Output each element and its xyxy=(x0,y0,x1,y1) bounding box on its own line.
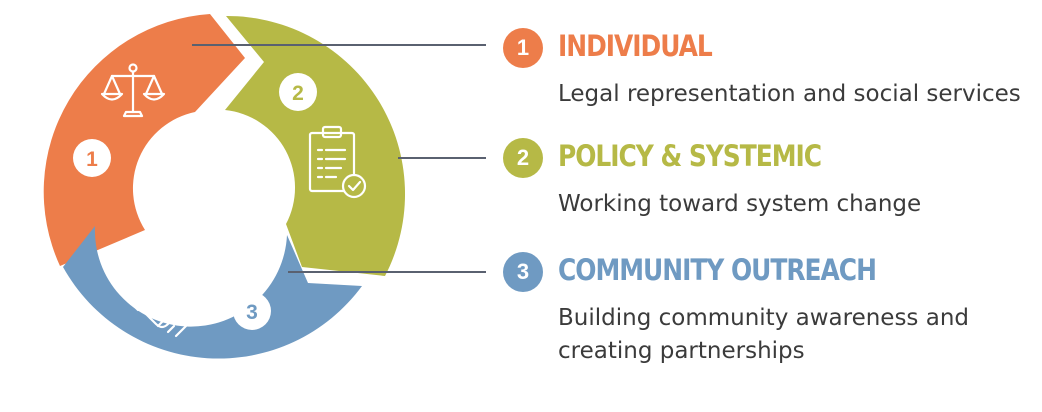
segment-number-text: 1 xyxy=(86,148,98,171)
item-title: INDIVIDUAL xyxy=(558,29,713,63)
segment-number-text: 2 xyxy=(292,82,304,105)
item-description: Working toward system change xyxy=(558,191,922,217)
segment-individual xyxy=(43,14,245,266)
item-title: POLICY & SYSTEMIC xyxy=(558,139,822,173)
segment-number-2: 2 xyxy=(279,73,317,111)
item-description: Building community awareness and creatin… xyxy=(558,305,970,364)
handshake-icon xyxy=(126,280,216,338)
segment-policy xyxy=(225,15,406,277)
scales-of-justice-icon xyxy=(100,63,166,118)
item-description: Legal representation and social services xyxy=(558,81,1021,107)
clipboard-checklist-icon xyxy=(308,125,367,199)
segment-number-text: 3 xyxy=(246,301,258,324)
number-badge: 3 xyxy=(503,252,543,292)
segment-number-1: 1 xyxy=(73,139,111,177)
segment-community xyxy=(63,226,362,359)
number-badge: 2 xyxy=(503,138,543,178)
segment-number-3: 3 xyxy=(233,292,271,330)
item-title: COMMUNITY OUTREACH xyxy=(558,253,877,287)
number-badge: 1 xyxy=(503,28,543,68)
